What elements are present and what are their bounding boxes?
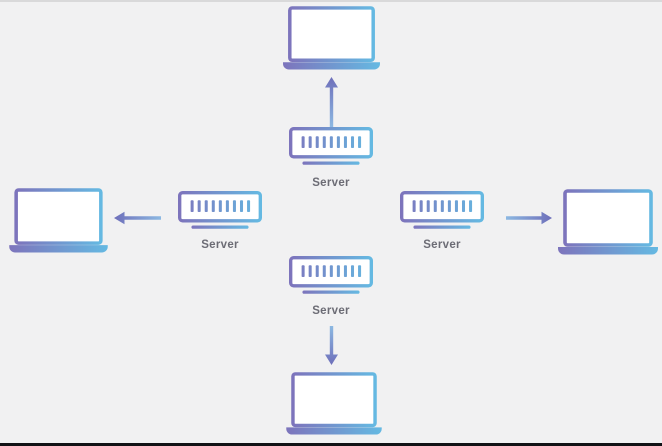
- server-icon: [178, 191, 262, 229]
- bottom-border: [0, 443, 662, 446]
- arrow-down-icon: [324, 326, 339, 365]
- server-top-group: [289, 127, 373, 167]
- server-left-group: [178, 191, 262, 231]
- arrow-right-icon: [506, 211, 552, 225]
- laptop-bottom: [286, 372, 382, 435]
- laptop-right: [558, 189, 658, 255]
- laptop-top: [283, 6, 380, 70]
- server-icon: [400, 191, 484, 229]
- top-border: [0, 0, 662, 2]
- server-right-group: [400, 191, 484, 231]
- server-icon: [289, 127, 373, 165]
- laptop-icon: [558, 189, 658, 255]
- laptop-icon: [9, 188, 108, 253]
- laptop-icon: [283, 6, 380, 70]
- arrow-up-icon: [324, 77, 339, 127]
- server-label: Server: [423, 239, 461, 251]
- server-icon: [289, 256, 373, 294]
- server-label: Server: [312, 177, 350, 189]
- laptop-icon: [286, 372, 382, 435]
- server-bottom-group: [289, 256, 373, 296]
- laptop-left: [9, 188, 108, 253]
- arrow-left-icon: [114, 211, 161, 225]
- server-label: Server: [312, 305, 350, 317]
- server-label: Server: [201, 239, 239, 251]
